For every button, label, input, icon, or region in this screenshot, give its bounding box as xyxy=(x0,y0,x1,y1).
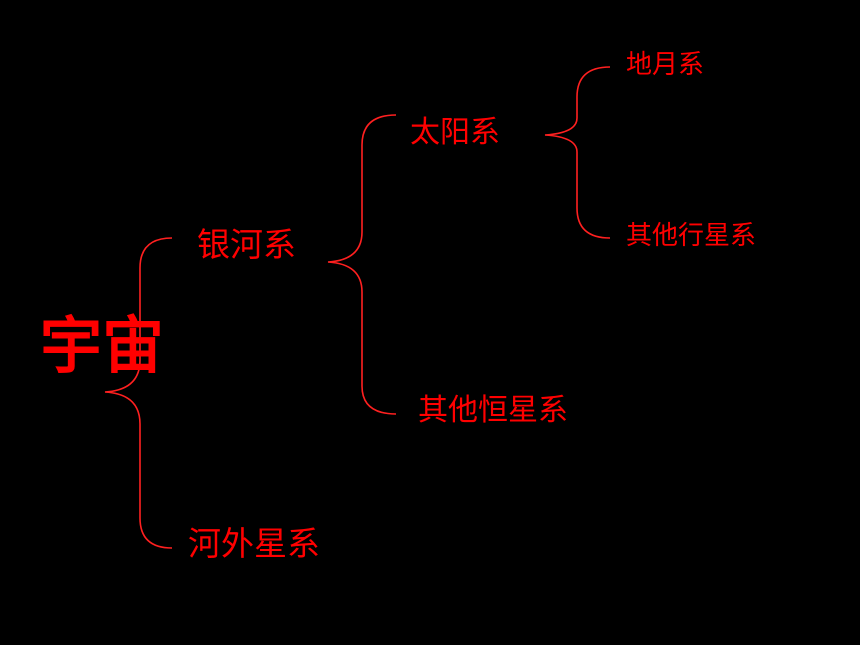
node-solar-system: 太阳系 xyxy=(410,115,500,150)
root-node-universe: 宇宙 xyxy=(40,309,165,382)
node-milky-way: 银河系 xyxy=(197,225,296,264)
node-earth-moon-system: 地月系 xyxy=(626,50,705,80)
brace-root xyxy=(104,237,173,549)
brace-solar-system xyxy=(544,66,611,239)
node-other-star-systems: 其他恒星系 xyxy=(418,393,568,428)
node-other-planetary-systems: 其他行星系 xyxy=(626,221,757,251)
node-extragalactic-systems: 河外星系 xyxy=(188,524,320,563)
brace-milky-way xyxy=(327,114,397,415)
